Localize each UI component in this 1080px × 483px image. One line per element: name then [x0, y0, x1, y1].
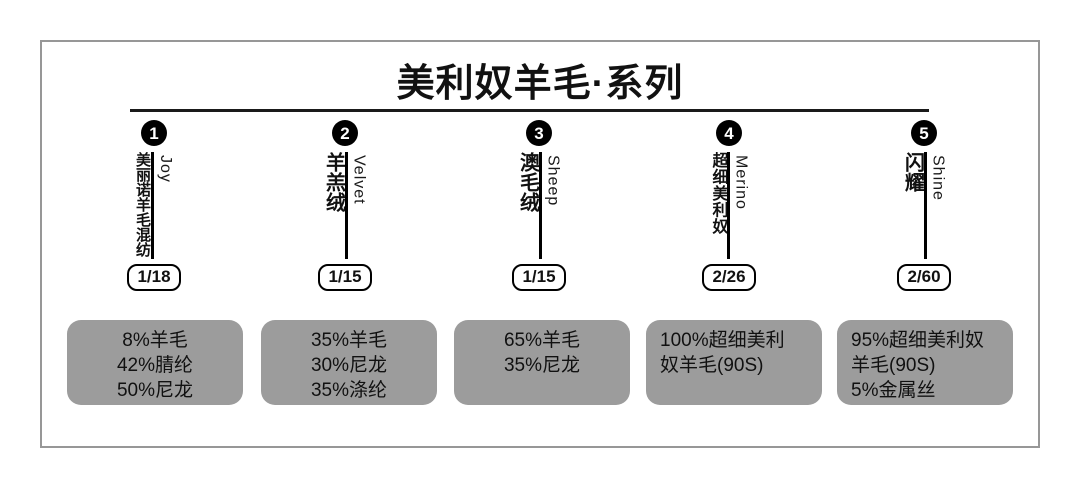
label-group-4: 超细美利奴 Merino	[709, 152, 750, 259]
label-group-2: 羊羔绒 Velvet	[322, 152, 368, 259]
series-column-5: 5 闪耀 Shine 2/60	[844, 120, 1004, 291]
series-name-en-5: Shine	[929, 155, 947, 201]
series-name-cn-5: 闪耀	[901, 152, 924, 192]
ratio-badge-2: 1/15	[318, 264, 372, 291]
composition-box-4: 100%超细美利 奴羊毛(90S)	[646, 320, 822, 405]
composition-line: 羊毛(90S)	[851, 355, 936, 376]
series-name-en-4: Merino	[732, 155, 750, 210]
composition-line: 5%金属丝	[851, 380, 936, 401]
series-column-2: 2 羊羔绒 Velvet 1/15	[265, 120, 425, 291]
composition-line: 65%羊毛	[503, 330, 581, 351]
composition-line: 42%腈纶	[116, 355, 194, 376]
series-name-en-1: Joy	[157, 155, 174, 183]
ratio-badge-3: 1/15	[512, 264, 566, 291]
title-underline	[130, 109, 929, 112]
composition-line: 30%尼龙	[310, 355, 388, 376]
page-title: 美利奴羊毛·系列	[396, 63, 684, 105]
divider-line-1	[151, 152, 154, 259]
ratio-badge-4: 2/26	[702, 264, 756, 291]
composition-line: 35%尼龙	[503, 355, 581, 376]
composition-line: 35%羊毛	[310, 330, 388, 351]
series-name-cn-3: 澳毛绒	[516, 152, 539, 212]
number-badge-5: 5	[911, 120, 937, 146]
divider-line-5	[923, 152, 927, 259]
composition-box-1: 8%羊毛 42%腈纶 50%尼龙	[67, 320, 243, 405]
composition-line: 奴羊毛(90S)	[660, 355, 764, 376]
number-badge-2: 2	[332, 120, 358, 146]
composition-box-2: 35%羊毛 30%尼龙 35%涤纶	[261, 320, 437, 405]
number-badge-4: 4	[716, 120, 742, 146]
series-name-en-2: Velvet	[350, 155, 368, 205]
number-badge-3: 3	[526, 120, 552, 146]
ratio-badge-5: 2/60	[897, 264, 951, 291]
series-column-3: 3 澳毛绒 Sheep 1/15	[459, 120, 619, 291]
composition-box-5: 95%超细美利奴 羊毛(90S) 5%金属丝	[837, 320, 1013, 405]
series-column-1: 1 美丽诺羊毛混纺 Joy 1/18	[74, 120, 234, 291]
series-name-cn-1: 美丽诺羊毛混纺	[134, 152, 151, 257]
composition-line: 35%涤纶	[310, 380, 388, 401]
ratio-badge-1: 1/18	[127, 264, 181, 291]
composition-box-3: 65%羊毛 35%尼龙	[454, 320, 630, 405]
series-name-cn-2: 羊羔绒	[322, 152, 345, 212]
label-group-3: 澳毛绒 Sheep	[516, 152, 562, 259]
number-badge-1: 1	[141, 120, 167, 146]
series-name-en-3: Sheep	[544, 155, 562, 207]
composition-line: 95%超细美利奴	[851, 330, 985, 351]
series-column-4: 4 超细美利奴 Merino 2/26	[649, 120, 809, 291]
composition-line: 100%超细美利	[660, 330, 785, 351]
label-group-5: 闪耀 Shine	[901, 152, 947, 259]
label-group-1: 美丽诺羊毛混纺 Joy	[134, 152, 174, 259]
divider-line-3	[538, 152, 542, 259]
series-name-cn-4: 超细美利奴	[709, 152, 727, 235]
divider-line-4	[726, 152, 730, 259]
composition-line: 8%羊毛	[122, 330, 188, 351]
frame-border: 美利奴羊毛·系列 1 美丽诺羊毛混纺 Joy 1/18 2 羊羔绒 Velvet…	[40, 40, 1040, 448]
divider-line-2	[344, 152, 348, 259]
composition-line: 50%尼龙	[116, 380, 194, 401]
